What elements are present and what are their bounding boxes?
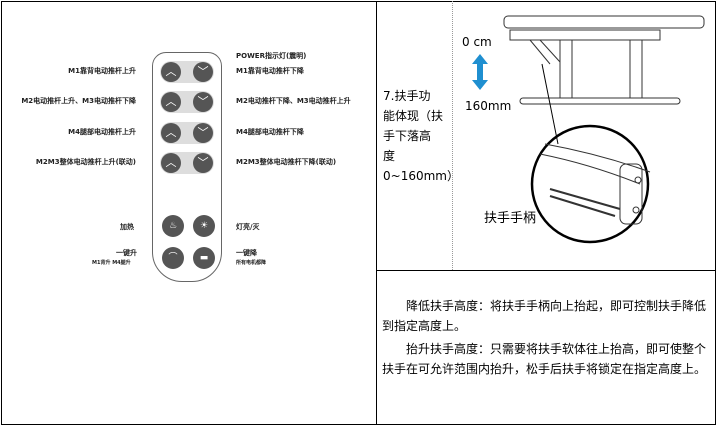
column-divider bbox=[376, 1, 377, 424]
one-key-down-button[interactable]: ▬ bbox=[193, 247, 215, 269]
right-label: M4腿部电动推杆下降 bbox=[236, 128, 304, 136]
bed-up-icon: ⌒ bbox=[168, 253, 178, 263]
bottom-value: 160mm bbox=[465, 99, 512, 113]
heat-label: 加热 bbox=[120, 223, 134, 231]
one-key-down-sub: 所有电机都降 bbox=[236, 260, 267, 266]
title-line: 能体现（扶 bbox=[383, 109, 444, 123]
left-label: M2M3整体电动推杆上升(联动) bbox=[35, 158, 136, 166]
up-button[interactable]: ︿ bbox=[161, 92, 181, 112]
double-arrow-icon bbox=[472, 54, 488, 90]
title-line: 0~160mm） bbox=[383, 169, 459, 183]
title-line: 7.扶手功 bbox=[383, 89, 431, 103]
down-button[interactable]: ﹀ bbox=[193, 123, 213, 143]
left-label: M4腿部电动推杆上升 bbox=[68, 128, 136, 136]
right-label: M1靠背电动推杆下降 bbox=[236, 67, 304, 75]
down-button[interactable]: ﹀ bbox=[193, 92, 213, 112]
left-label: M2电动推杆上升、M3电动推杆下降 bbox=[21, 97, 136, 105]
up-button[interactable]: ︿ bbox=[161, 123, 181, 143]
right-label: M2电动推杆下降、M3电动推杆上升 bbox=[236, 97, 351, 105]
light-label: 灯亮/灭 bbox=[236, 223, 260, 231]
description-lower: 降低扶手高度：将扶手手柄向上抬起，即可控制扶手降低到指定高度上。 bbox=[382, 299, 707, 333]
button-pair-linked: ︿﹀ bbox=[160, 152, 214, 174]
armrest-illustration bbox=[503, 15, 705, 244]
light-button[interactable]: ☀ bbox=[193, 215, 215, 237]
heat-icon: ♨ bbox=[168, 221, 178, 231]
right-label: M2M3整体电动推杆下降(联动) bbox=[236, 158, 337, 166]
one-key-up-label: 一键升 bbox=[116, 249, 137, 257]
button-pair-m1: ︿﹀ bbox=[160, 61, 214, 83]
one-key-down-label: 一键降 bbox=[236, 249, 257, 257]
title-line: 手下落高 bbox=[383, 129, 432, 143]
description-raise: 抬升扶手高度：只需要将扶手软体往上抬高，即可使整个扶手在可允许范围内抬升，松手后… bbox=[382, 342, 707, 376]
heat-button[interactable]: ♨ bbox=[162, 215, 184, 237]
button-pair-m2m3: ︿﹀ bbox=[160, 91, 214, 113]
bed-flat-icon: ▬ bbox=[199, 253, 209, 263]
remote-control: ︿﹀ ︿﹀ ︿﹀ ︿﹀ ♨ ☀ ⌒ ▬ bbox=[152, 52, 222, 282]
power-label: POWER指示灯(震明) bbox=[236, 52, 307, 60]
title-line: 度 bbox=[383, 149, 396, 163]
one-key-up-sub: M1背升 M4腿升 bbox=[92, 260, 131, 266]
up-button[interactable]: ︿ bbox=[161, 153, 181, 173]
sun-icon: ☀ bbox=[199, 221, 209, 231]
left-label: M1靠背电动推杆上升 bbox=[68, 67, 136, 75]
top-value: 0 cm bbox=[462, 35, 492, 49]
down-button[interactable]: ﹀ bbox=[193, 153, 213, 173]
inner-divider bbox=[452, 1, 453, 270]
up-button[interactable]: ︿ bbox=[161, 62, 181, 82]
button-pair-m4: ︿﹀ bbox=[160, 122, 214, 144]
handle-label: 扶手手柄 bbox=[484, 211, 537, 226]
one-key-up-button[interactable]: ⌒ bbox=[162, 247, 184, 269]
armrest-title: 7.扶手功 能体现（扶 手下落高 度 0~160mm） bbox=[383, 86, 459, 186]
row-divider bbox=[376, 270, 715, 271]
down-button[interactable]: ﹀ bbox=[193, 62, 213, 82]
